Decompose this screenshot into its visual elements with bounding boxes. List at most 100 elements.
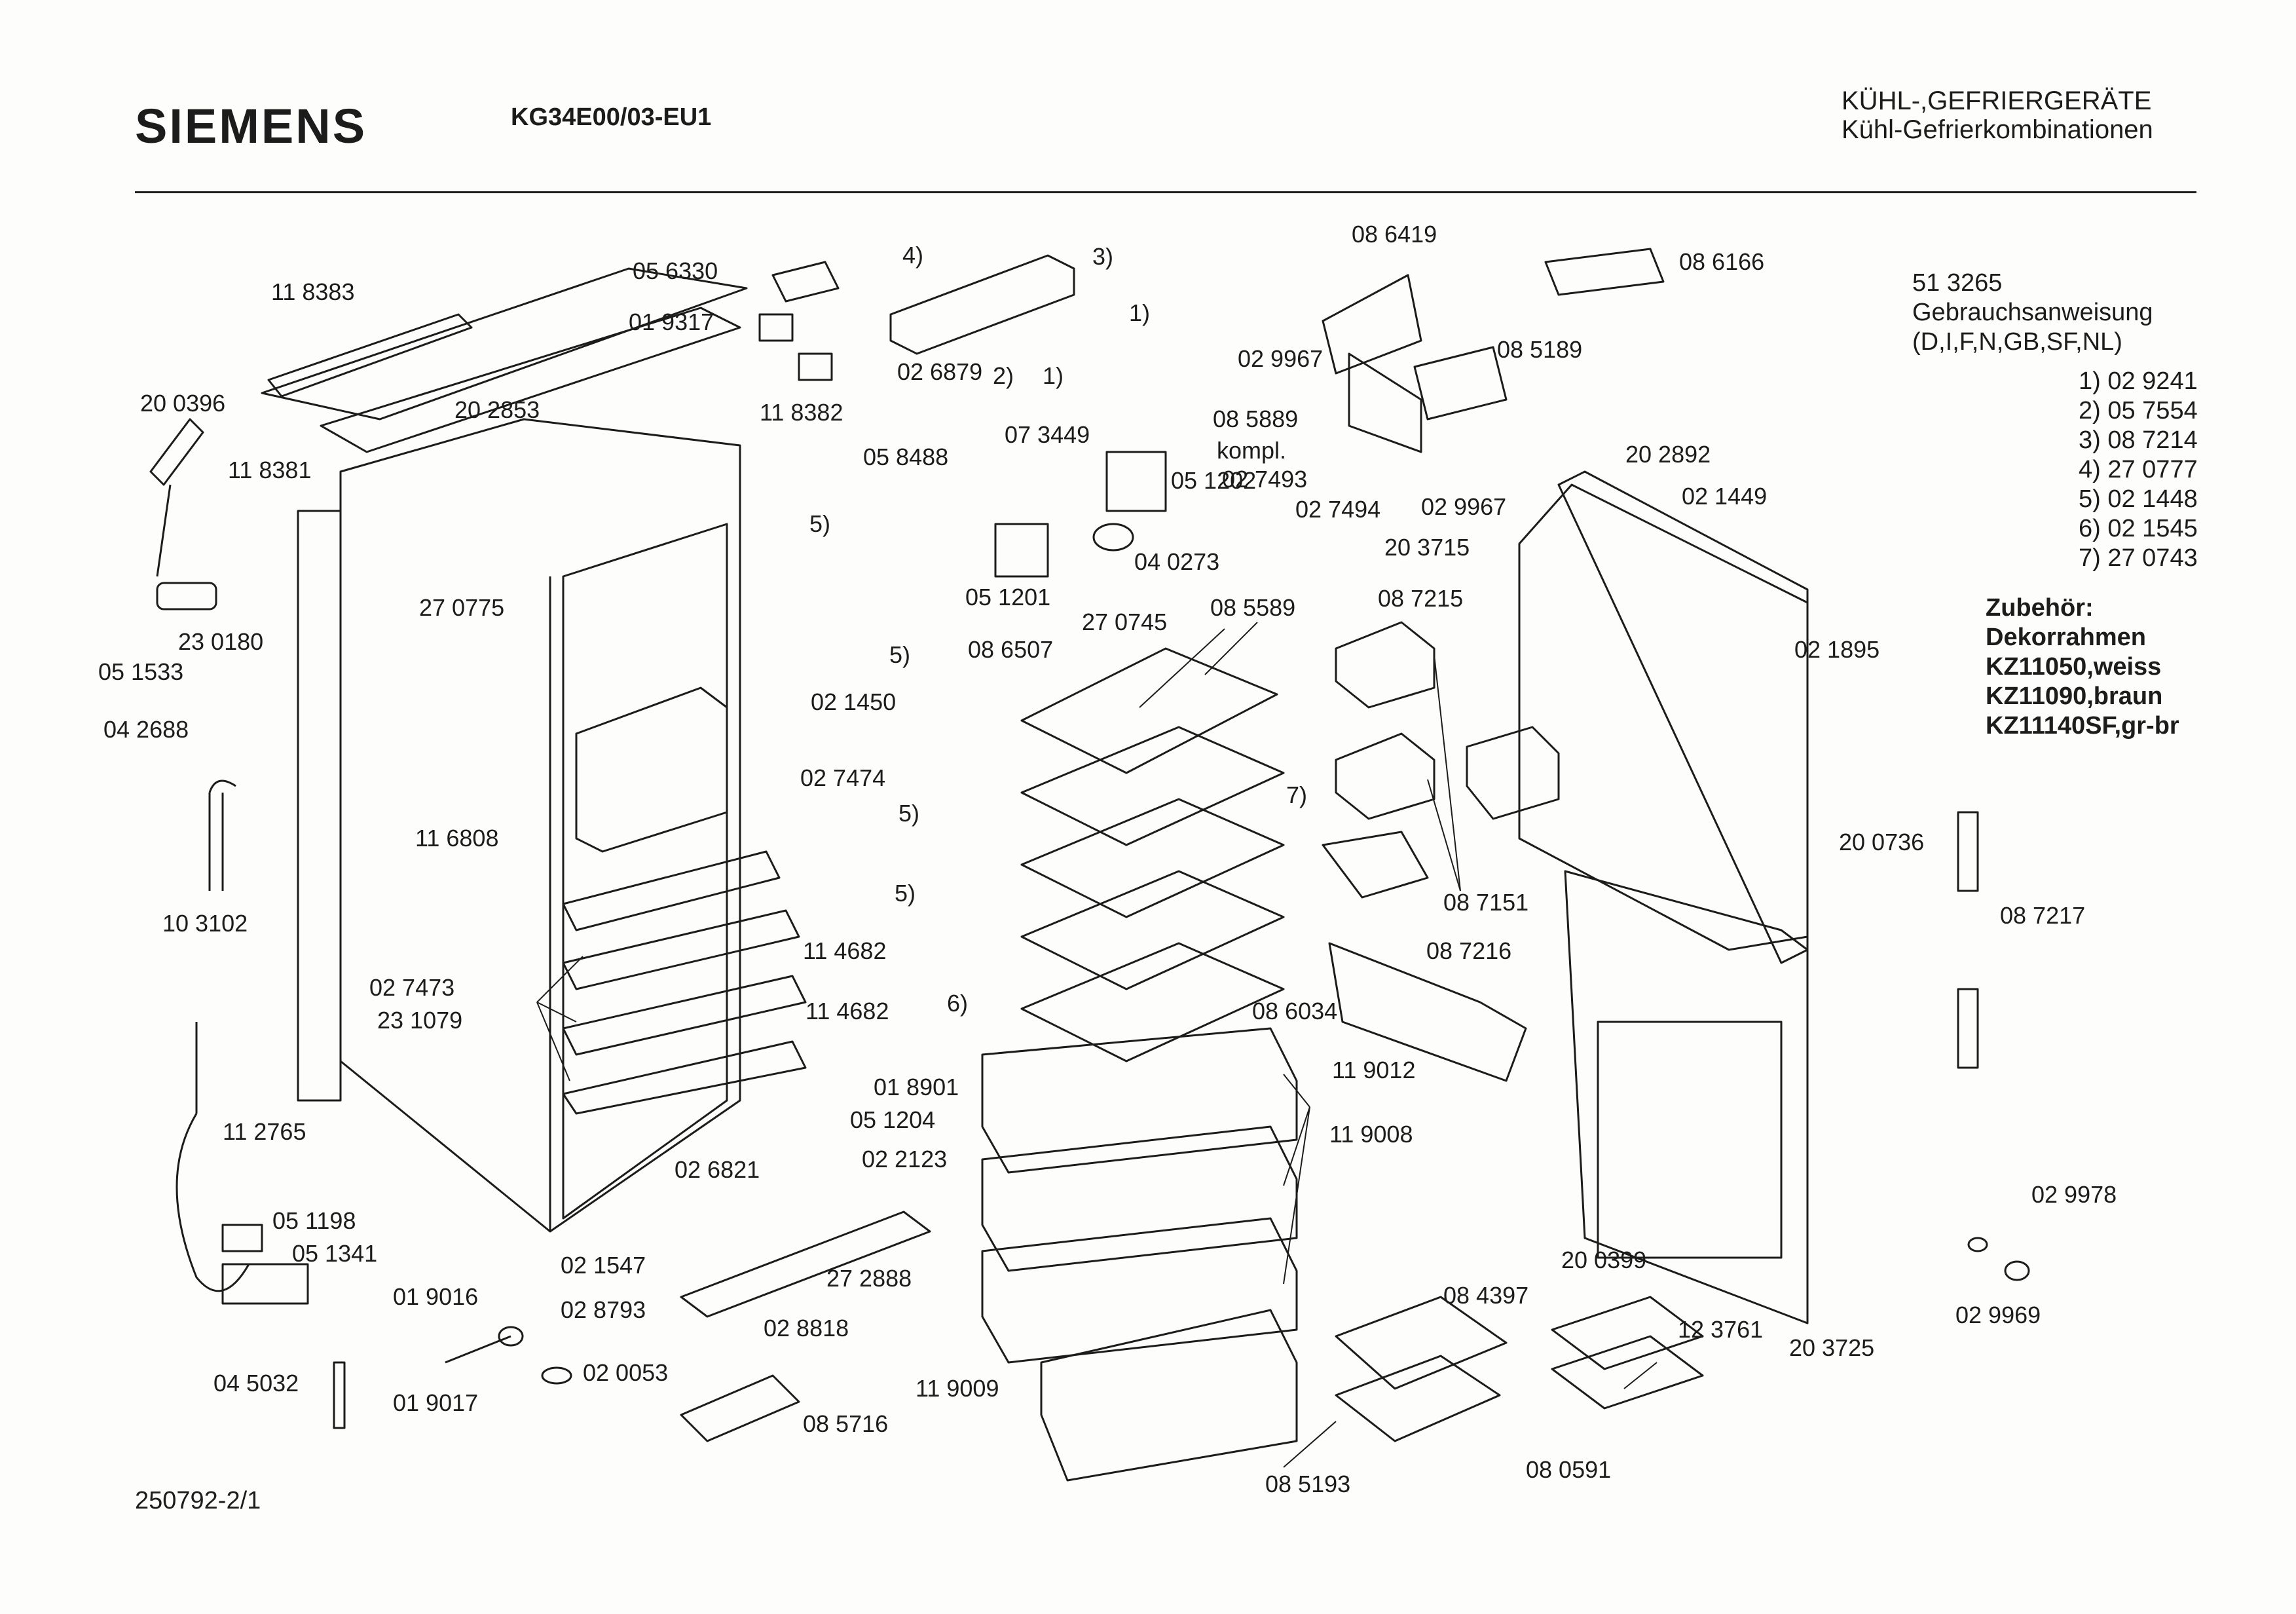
label-10-3102: 10 3102 (162, 910, 248, 937)
ice-tray-08-5716 (680, 1374, 800, 1442)
drawer-1 (981, 1027, 1298, 1174)
wire-shelf-1 (562, 850, 781, 931)
door-gasket-20-2892 (1557, 470, 1809, 964)
label-11-4682b: 11 4682 (805, 998, 889, 1024)
label-08-5589: 08 5589 (1210, 594, 1295, 621)
label-05-1198: 05 1198 (272, 1207, 356, 1234)
switch-05-1202 (1105, 451, 1167, 512)
label-11-9009: 11 9009 (916, 1375, 999, 1402)
label-27-2888: 27 2888 (826, 1265, 912, 1292)
label-3: 3) (1092, 243, 1113, 270)
label-05-1204: 05 1204 (850, 1106, 935, 1133)
document-number: 250792-2/1 (135, 1487, 261, 1514)
label-02-7474: 02 7474 (800, 764, 885, 791)
label-02-9967b: 02 9967 (1421, 493, 1506, 520)
label-08-4397: 08 4397 (1443, 1282, 1528, 1309)
manual-part-number: 51 3265 (1912, 269, 2003, 297)
label-12-3761: 12 3761 (1678, 1316, 1763, 1343)
door-shelf-08-5189 (1413, 346, 1508, 421)
manual-languages: (D,I,F,N,GB,SF,NL) (1912, 328, 2122, 356)
accessory-item: KZ11140SF,gr-br (1986, 712, 2179, 740)
bracket-08-5889 (1348, 352, 1422, 453)
label-02-1895: 02 1895 (1794, 636, 1879, 663)
label-27-0745: 27 0745 (1082, 609, 1167, 635)
dairy-shelf-08-7215 (1466, 726, 1560, 820)
wire-shelf-4 (562, 1040, 807, 1115)
relay-05-1341 (221, 1263, 309, 1305)
label-1b: 1) (1043, 362, 1064, 389)
drawer-3 (981, 1217, 1298, 1364)
category-subtitle: Kühl-Gefrierkombinationen (1842, 115, 2153, 144)
light-housing-27-0777 (889, 254, 1075, 355)
label-05-6330: 05 6330 (633, 257, 718, 284)
hinge-lower (1957, 988, 1979, 1069)
part-labels: 11 8383 20 0396 11 8381 20 2853 11 8382 … (98, 221, 2117, 1497)
label-11-4682a: 11 4682 (803, 937, 886, 964)
legend-item: 4) 27 0777 (2079, 456, 2198, 483)
label-08-6034: 08 6034 (1252, 998, 1337, 1024)
wire-shelf-2 (562, 909, 800, 990)
thermostat-capillary (176, 1022, 250, 1292)
top-trim-strip (267, 313, 473, 398)
box-08-5193 (1335, 1355, 1501, 1442)
legend-item: 1) 02 9241 (2079, 367, 2198, 395)
thermostat-05-6330 (771, 261, 840, 303)
freezer-shelf-2 (1020, 726, 1285, 846)
label-23-1079: 23 1079 (377, 1007, 462, 1034)
freezer-shelf-1 (1020, 647, 1278, 774)
label-01-8901: 01 8901 (874, 1074, 959, 1100)
label-4: 4) (902, 242, 923, 269)
freezer-shelf-4 (1020, 870, 1285, 990)
label-20-2892: 20 2892 (1625, 441, 1711, 468)
label-11-8381: 11 8381 (228, 457, 311, 483)
label-11-2765: 11 2765 (223, 1118, 306, 1145)
kick-plate-27-2888 (680, 1210, 931, 1318)
manual-block: 51 3265 Gebrauchsanweisung (D,I,F,N,GB,S… (1912, 269, 2153, 357)
bottle-rack-08-6419 (1322, 274, 1422, 375)
label-05-1341: 05 1341 (292, 1240, 377, 1267)
label-04-5032: 04 5032 (213, 1370, 299, 1397)
refrigerator-door-inner (1518, 483, 1809, 951)
relay-05-1198 (221, 1224, 263, 1252)
label-01-9317: 01 9317 (629, 309, 714, 335)
label-20-0399: 20 0399 (1561, 1247, 1646, 1273)
egg-tray-1 (1335, 621, 1435, 709)
model-number: KG34E00/03-EU1 (511, 103, 712, 131)
legend-list: 1) 02 9241 2) 05 7554 3) 08 7214 4) 27 0… (2079, 367, 2198, 573)
label-5b: 5) (889, 641, 910, 668)
freezer-shelf-3 (1020, 798, 1285, 918)
label-02-6879: 02 6879 (897, 358, 982, 385)
accessories-heading: Zubehör: (1986, 594, 2094, 622)
label-04-0273: 04 0273 (1134, 548, 1219, 575)
label-2: 2) (993, 362, 1014, 389)
legend-item: 3) 08 7214 (2079, 426, 2198, 454)
label-02-9969: 02 9969 (1955, 1302, 2041, 1328)
freezer-shelf-5 (1020, 942, 1285, 1062)
label-02-7494: 02 7494 (1295, 496, 1380, 523)
label-08-5193: 08 5193 (1265, 1471, 1350, 1497)
cabinet-top-cover (261, 267, 748, 421)
label-08-5189: 08 5189 (1497, 336, 1582, 363)
drawer-11-9009 (1040, 1309, 1298, 1482)
header-rule (135, 191, 2196, 193)
label-02-1450: 02 1450 (811, 688, 896, 715)
label-05-1201: 05 1201 (965, 584, 1050, 610)
label-20-3715: 20 3715 (1384, 534, 1470, 561)
bottle-shelf-11-9012 (1328, 942, 1527, 1082)
label-11-9012: 11 9012 (1332, 1057, 1415, 1083)
label-20-0396: 20 0396 (140, 390, 225, 417)
label-02-7473: 02 7473 (369, 974, 454, 1001)
label-27-0775: 27 0775 (419, 594, 504, 621)
label-1a: 1) (1129, 299, 1150, 326)
label-11-8383: 11 8383 (271, 278, 354, 305)
label-04-2688: 04 2688 (103, 716, 189, 743)
label-02-2123: 02 2123 (862, 1146, 947, 1173)
egg-tray-2 (1335, 732, 1435, 820)
crisper-11-6808 (575, 686, 728, 853)
label-05-1202: 05 1202 (1171, 467, 1256, 494)
label-02-9967a: 02 9967 (1238, 345, 1323, 372)
category-title: KÜHL-,GEFRIERGERÄTE (1842, 86, 2152, 115)
label-5a: 5) (809, 510, 830, 537)
label-08-7151: 08 7151 (1443, 889, 1528, 916)
